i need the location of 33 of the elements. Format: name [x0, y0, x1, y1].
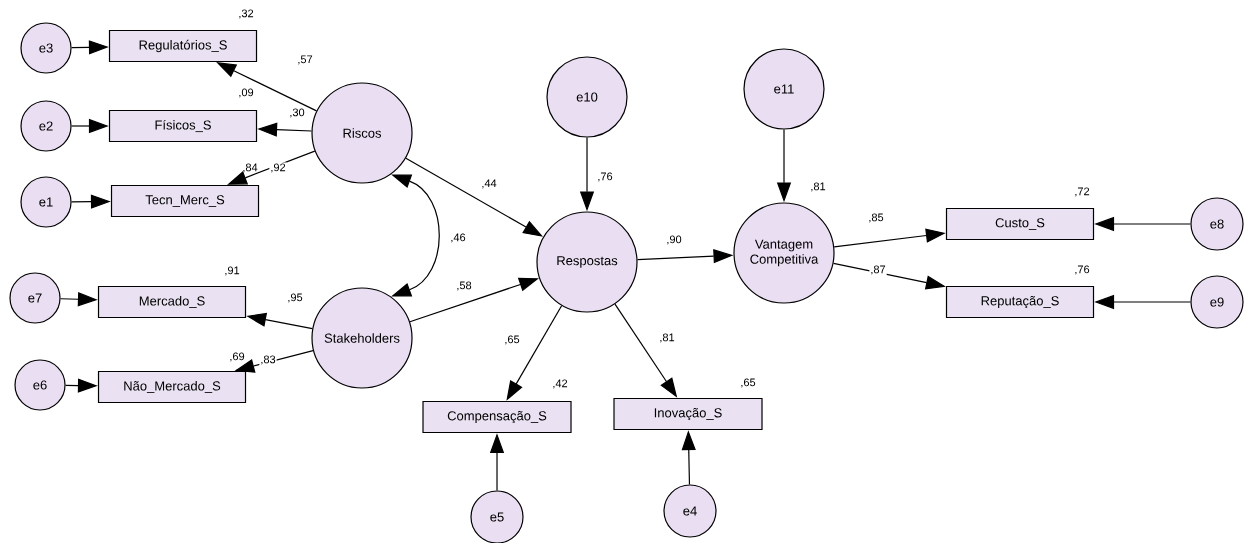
r-squared-label: ,65 [741, 378, 756, 388]
edge-label: ,85 [867, 212, 885, 224]
edge-label: ,65 [503, 334, 521, 346]
observed-variable-box: Custo_S [945, 207, 1095, 241]
r-squared-label: ,09 [239, 88, 254, 98]
observed-variable-box: Regulatórios_S [108, 29, 258, 63]
observed-variable-box: Reputação_S [945, 285, 1095, 319]
edge-label: ,95 [286, 292, 304, 304]
r-squared-label: ,84 [243, 163, 258, 173]
edge-label: ,57 [296, 54, 314, 66]
edge-label: ,87 [869, 264, 887, 276]
edge-label: ,58 [455, 280, 473, 292]
edge-label: ,44 [480, 178, 498, 190]
r-squared-label: ,81 [811, 182, 826, 192]
r-squared-label: ,42 [553, 379, 568, 389]
r-squared-label: ,76 [1075, 265, 1090, 275]
edge-label: ,92 [269, 162, 287, 174]
r-squared-label: ,69 [230, 352, 245, 362]
observed-variable-box: Físicos_S [108, 109, 258, 143]
r-squared-label: ,91 [225, 266, 240, 276]
r-squared-label: ,76 [598, 172, 613, 182]
observed-variable-box: Compensação_S [422, 400, 572, 434]
observed-variable-box: Tecn_Merc_S [110, 184, 260, 218]
r-squared-label: ,72 [1075, 187, 1090, 197]
edge-label: ,83 [259, 354, 277, 366]
observed-variable-box: Mercado_S [97, 285, 247, 319]
edge-label: ,30 [288, 107, 306, 119]
edge-label: ,90 [665, 234, 683, 246]
observed-variable-box: Inovação_S [613, 397, 763, 431]
edge-label: ,46 [449, 232, 467, 244]
r-squared-label: ,32 [239, 9, 254, 19]
observed-variable-box: Não_Mercado_S [97, 370, 247, 404]
edge-label: ,81 [658, 332, 676, 344]
